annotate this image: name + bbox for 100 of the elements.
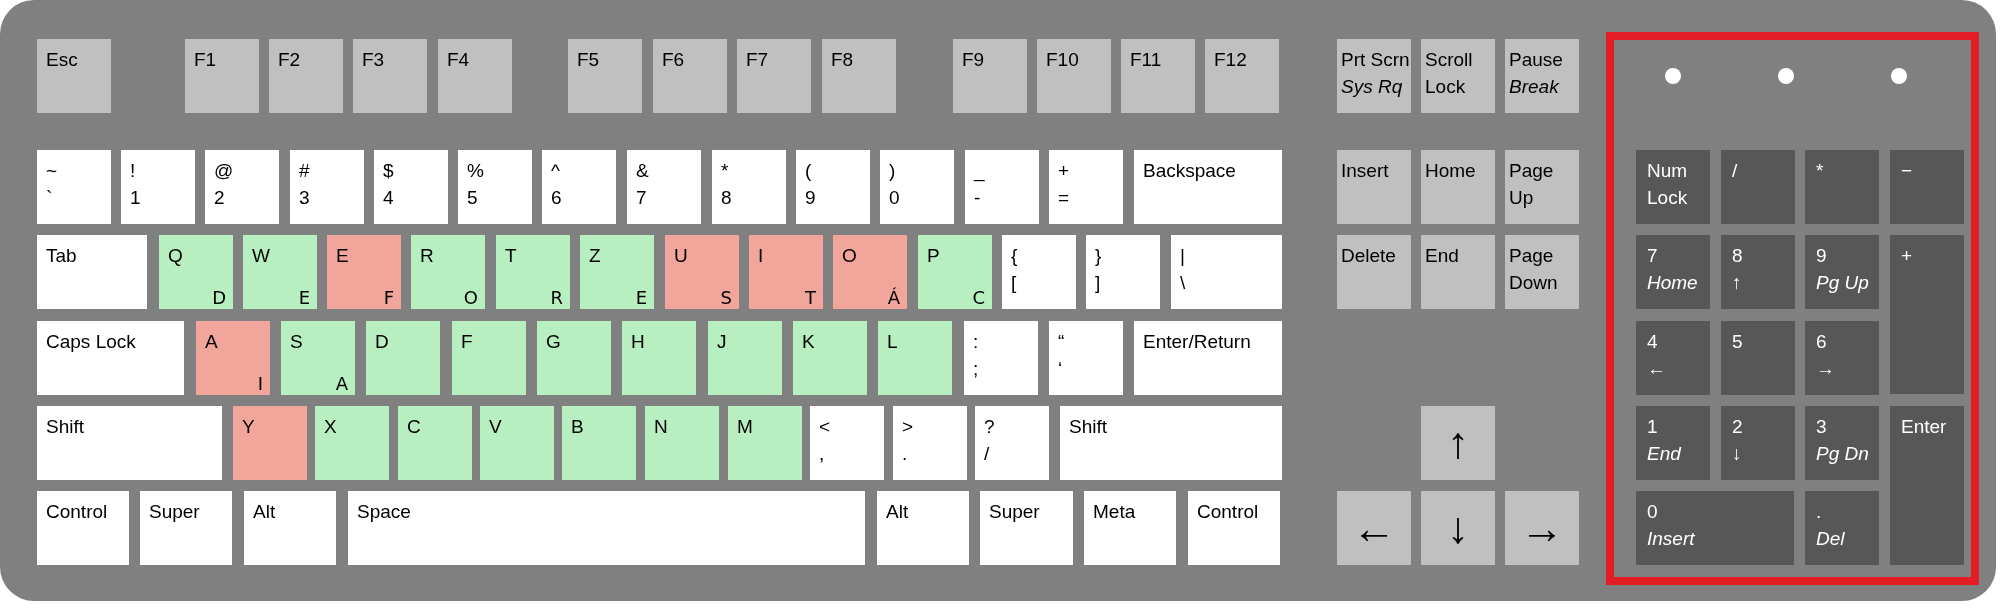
key-legend: ; (973, 355, 979, 382)
keyboard-key (1505, 491, 1579, 565)
key-legend: F3 (362, 46, 385, 73)
key-legend: 5 (467, 184, 478, 211)
key-legend: E (336, 242, 349, 269)
key-legend: End (1425, 242, 1459, 269)
key-legend: = (1058, 184, 1070, 211)
keyboard-key (1421, 491, 1495, 565)
keyboard-key (953, 39, 1027, 113)
keyboard-key (244, 491, 336, 565)
key-legend: Prt Scrn (1341, 46, 1409, 73)
key-legend: U (674, 242, 688, 269)
keyboard-key (458, 150, 532, 224)
keyboard-key (793, 321, 867, 395)
key-legend: F7 (746, 46, 769, 73)
keyboard-key (622, 321, 696, 395)
handwritten-letter: S (720, 289, 732, 307)
keyboard-key (159, 235, 233, 309)
keyboard-key (1337, 150, 1411, 224)
key-legend: Caps Lock (46, 328, 136, 355)
key-legend: ← (1647, 355, 1666, 382)
keyboard-key (243, 235, 317, 309)
keyboard-key (728, 406, 802, 480)
keyboard-key (964, 321, 1038, 395)
key-legend: + (1058, 157, 1070, 184)
keyboard-key (1421, 406, 1495, 480)
key-legend: < (819, 413, 831, 440)
key-legend: ‘ (1058, 355, 1063, 382)
keyboard-key (1805, 406, 1879, 480)
key-legend: : (973, 328, 979, 355)
keyboard-key (918, 235, 992, 309)
key-legend: + (1901, 242, 1913, 269)
key-legend: T (505, 242, 517, 269)
key-legend: ] (1095, 269, 1101, 296)
key-legend: Meta (1093, 498, 1136, 525)
key-legend: Page Down (1509, 242, 1577, 296)
keyboard-key (1636, 491, 1794, 565)
key-legend: Y (242, 413, 255, 440)
handwritten-letter: C (972, 289, 985, 307)
key-legend: 8 (1732, 242, 1743, 269)
key-legend: → (1520, 506, 1564, 550)
keyboard-key (398, 406, 472, 480)
key-legend: ↑ (1732, 269, 1742, 296)
keyboard-key (542, 150, 616, 224)
handwritten-letter: E (635, 289, 647, 307)
handwritten-letter: R (550, 289, 563, 307)
key-legend: − (1901, 157, 1913, 184)
key-legend: S (290, 328, 303, 355)
key-legend: 0 (1647, 498, 1658, 525)
key-legend: { (1011, 242, 1018, 269)
keyboard-key (1421, 150, 1495, 224)
keyboard-key (1636, 406, 1710, 480)
key-legend: 8 (721, 184, 732, 211)
keyboard-key (1037, 39, 1111, 113)
keyboard-key (880, 150, 954, 224)
keyboard-key (1421, 39, 1495, 113)
key-legend: A (205, 328, 218, 355)
key-legend: > (902, 413, 914, 440)
key-legend: Scroll Lock (1425, 46, 1493, 100)
key-legend: O (842, 242, 857, 269)
key-legend: . (902, 440, 908, 467)
key-legend: 7 (1647, 242, 1658, 269)
key-legend: 2 (214, 184, 225, 211)
key-legend: D (375, 328, 389, 355)
key-legend: Z (589, 242, 601, 269)
key-legend: ^ (551, 157, 560, 184)
keyboard-key (353, 39, 427, 113)
key-legend: , (819, 440, 825, 467)
key-legend: F2 (278, 46, 301, 73)
keyboard-key (1337, 235, 1411, 309)
key-legend: 4 (383, 184, 394, 211)
keyboard-key (1086, 235, 1160, 309)
handwritten-letter: A (335, 375, 348, 393)
key-legend: F5 (577, 46, 600, 73)
key-legend: G (546, 328, 561, 355)
keyboard-key (185, 39, 259, 113)
keyboard-key (121, 150, 195, 224)
key-legend: 9 (805, 184, 816, 211)
key-legend: / (1732, 157, 1738, 184)
keyboard-key (1721, 235, 1795, 309)
key-legend: & (636, 157, 649, 184)
key-legend: ← (1352, 506, 1396, 550)
keyboard-key (1134, 150, 1282, 224)
key-legend: R (420, 242, 434, 269)
keyboard-key (737, 39, 811, 113)
keyboard-key (233, 406, 307, 480)
keyboard-key (1805, 491, 1879, 565)
keyboard-key (1505, 235, 1579, 309)
handwritten-letter: F (383, 289, 394, 307)
keyboard-key (480, 406, 554, 480)
keyboard-key (580, 235, 654, 309)
keyboard-key (1805, 150, 1879, 224)
keyboard-key (893, 406, 967, 480)
key-legend: Alt (253, 498, 276, 525)
handwritten-letter: T (805, 289, 816, 307)
keyboard-key (452, 321, 526, 395)
key-legend: Super (989, 498, 1040, 525)
key-legend: Enter/Return (1143, 328, 1251, 355)
keyboard-key (1805, 321, 1879, 395)
keyboard-key (1636, 150, 1710, 224)
